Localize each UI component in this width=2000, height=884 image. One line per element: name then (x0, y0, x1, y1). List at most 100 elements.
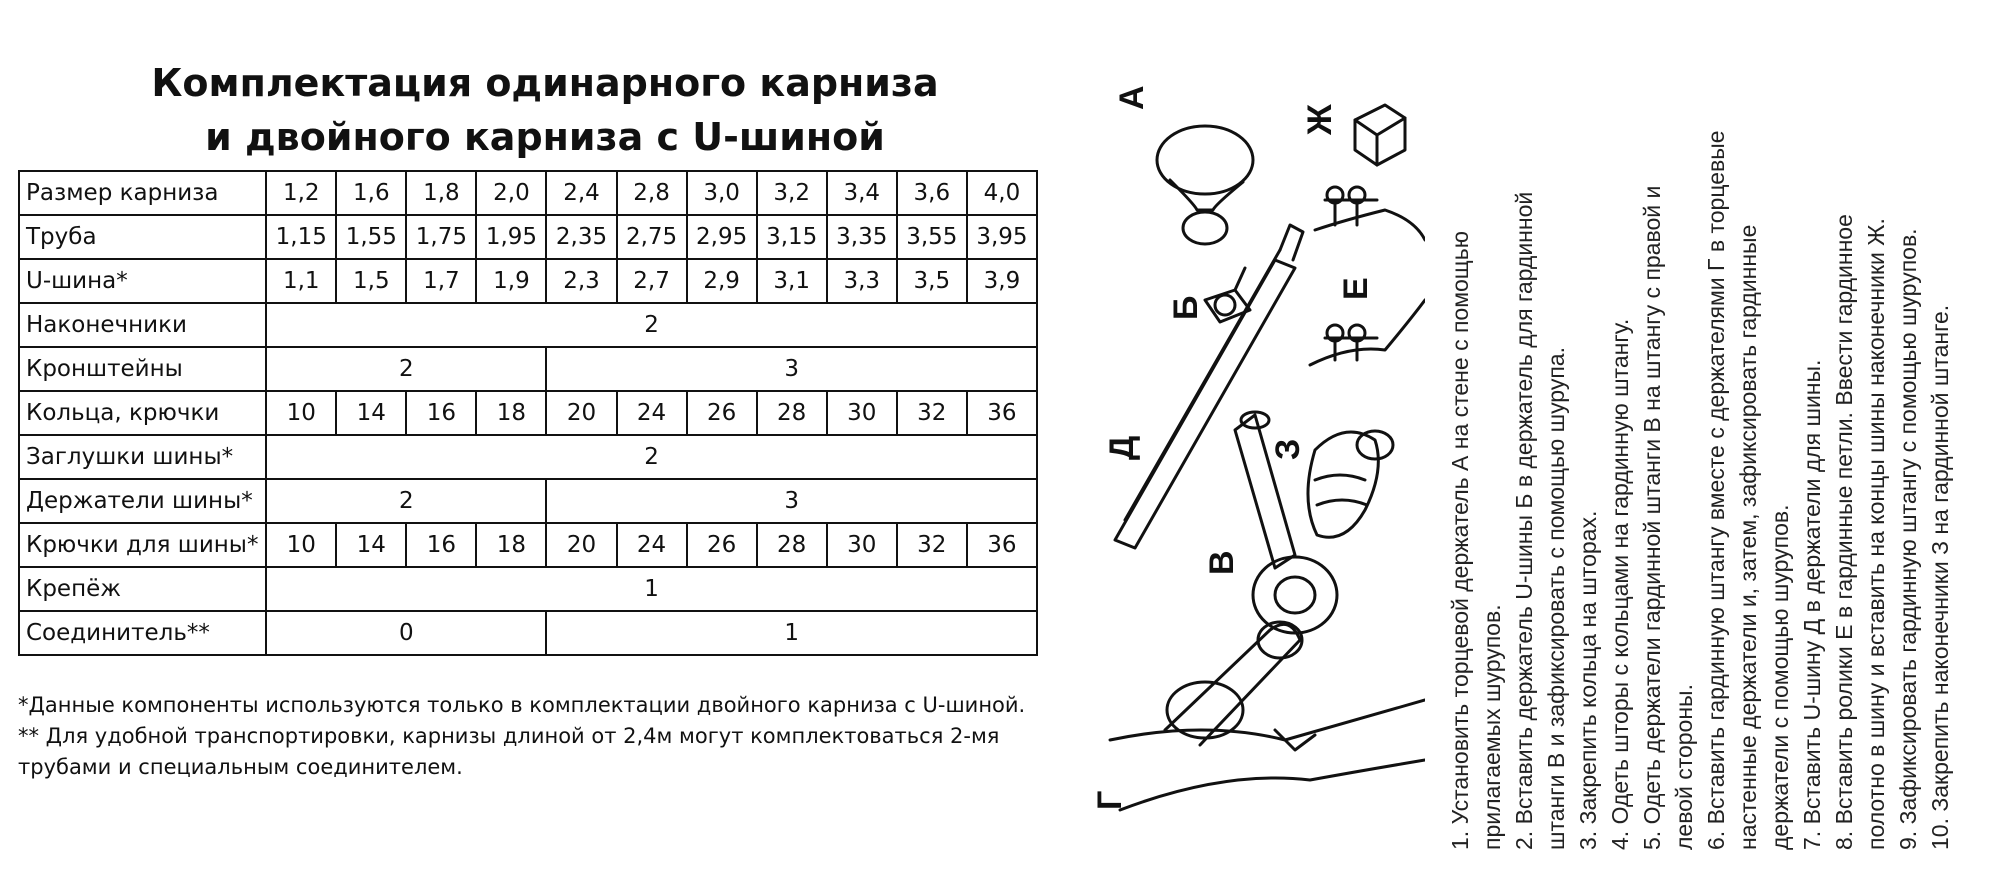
label-d: Д (1103, 436, 1141, 460)
row-label: Кронштейны (17, 346, 268, 392)
step-line: 10. Закрепить наконечники З на гардинной… (1927, 305, 1953, 850)
step-line: 2. Вставить держатель U-шины Б в держате… (1511, 192, 1537, 850)
step-line: прилагаемых шурупов. (1479, 604, 1505, 850)
step-line: настенные держатели и, затем, зафиксиров… (1735, 225, 1761, 850)
end-bracket-part (1155, 124, 1255, 196)
table-cell: 1,8 (405, 170, 478, 216)
rod-holder-ring-inner (1273, 575, 1317, 615)
table-cell: 28 (755, 522, 828, 568)
table-cell: 3,15 (755, 214, 828, 260)
step-line: 3. Закрепить кольца на шторах. (1575, 511, 1601, 850)
label-zh: Ж (1301, 104, 1339, 136)
table-cell: 2,95 (685, 214, 758, 260)
rail-holder-part (1203, 288, 1252, 324)
label-e: Е (1337, 277, 1375, 300)
step-line: 6. Вставить гардинную штангу вместе с де… (1703, 130, 1729, 850)
table-cell: 0 (265, 610, 548, 656)
table-cell: 3,3 (825, 258, 898, 304)
table-cell: 3,1 (755, 258, 828, 304)
assembly-diagram: А Б В Г Д Е Ж З (1085, 0, 1427, 879)
step-line: 1. Установить торцевой держатель А на ст… (1447, 231, 1473, 850)
u-rail-edge (1123, 248, 1282, 522)
table-cell: 26 (685, 522, 758, 568)
table-cell: 10 (265, 390, 338, 436)
table-cell: 4,0 (965, 170, 1039, 216)
row-label: U-шина* (17, 258, 268, 304)
table-cell: 2,35 (545, 214, 618, 260)
finial-knob (1355, 429, 1395, 461)
curtain-fabric-line (1313, 208, 1427, 242)
table-cell: 3,5 (895, 258, 968, 304)
step-line: держатели с помощью шурупов. (1767, 504, 1793, 850)
label-a: А (1113, 85, 1151, 110)
rod-holder-top (1239, 410, 1271, 430)
finial-part (1306, 430, 1380, 539)
table-cell: 1 (265, 566, 1038, 612)
table-cell: 3,9 (965, 258, 1039, 304)
table-cell: 2 (265, 302, 1038, 348)
footnote-1: *Данные компоненты используются только в… (18, 693, 1026, 717)
table-cell: 3,35 (825, 214, 898, 260)
table-cell: 3 (545, 478, 1038, 524)
table-row-pipe: Труба 1,15 1,55 1,75 1,95 2,35 2,75 2,95… (17, 214, 1039, 260)
assembly-instructions: 1. Установить торцевой держатель А на ст… (1440, 40, 1995, 860)
row-label: Держатели шины* (17, 478, 268, 524)
table-cell: 2,0 (475, 170, 548, 216)
table-cell: 26 (685, 390, 758, 436)
row-label: Соединитель** (17, 610, 268, 656)
table-cell: 3,0 (685, 170, 758, 216)
footnote-2: ** Для удобной транспортировки, карнизы … (18, 724, 1000, 748)
rail-cap-part (1353, 103, 1407, 137)
table-row-brackets: Кронштейны 2 3 (17, 346, 1038, 392)
table-cell: 20 (545, 522, 618, 568)
rod-holder-part (1233, 413, 1297, 570)
table-cell: 1,9 (475, 258, 548, 304)
end-bracket-base (1181, 210, 1229, 246)
step-line: полотно в шину и вставить на концы шины … (1863, 218, 1889, 850)
table-cell: 2 (265, 434, 1038, 480)
table-cell: 14 (335, 390, 408, 436)
curtain-fabric-line (1108, 698, 1427, 742)
table-row-size: Размер карниза 1,2 1,6 1,8 2,0 2,4 2,8 3… (17, 170, 1039, 216)
end-bracket-neck (1168, 178, 1245, 212)
table-cell: 3,4 (825, 170, 898, 216)
table-cell: 2,9 (685, 258, 758, 304)
table-cell: 2,7 (615, 258, 688, 304)
table-cell: 1,6 (335, 170, 408, 216)
curtain-fabric-line (1308, 298, 1427, 367)
curtain-fabric-line (1118, 758, 1427, 812)
table-cell: 2,4 (545, 170, 618, 216)
rail-holder-hole (1213, 293, 1237, 317)
rod-part (1163, 622, 1302, 747)
footnote-3: трубами и специальным соединителем. (18, 755, 463, 779)
table-row-caps: Заглушки шины* 2 (17, 434, 1038, 480)
table-cell: 24 (615, 522, 688, 568)
table-cell: 2,75 (615, 214, 688, 260)
curtain-clip (1273, 728, 1317, 752)
step-line: 4. Одеть шторы с кольцами на гардинную ш… (1607, 319, 1633, 850)
row-label: Наконечники (17, 302, 268, 348)
rod-holder-ring (1251, 555, 1339, 635)
rail-cap-side (1353, 118, 1379, 167)
label-z: З (1269, 439, 1307, 460)
row-label: Размер карниза (17, 170, 268, 216)
table-cell: 30 (825, 522, 898, 568)
table-row-holders: Держатели шины* 2 3 (17, 478, 1038, 524)
row-label: Кольца, крючки (17, 390, 268, 436)
table-cell: 3,2 (755, 170, 828, 216)
table-cell: 3 (545, 346, 1038, 392)
row-label: Крючки для шины* (17, 522, 268, 568)
table-row-hooks: Крючки для шины* 10 14 16 18 20 24 26 28… (17, 522, 1039, 568)
step-line: левой стороны. (1671, 684, 1697, 850)
table-cell: 36 (965, 390, 1039, 436)
finial-groove (1313, 473, 1367, 482)
table-row-rings: Кольца, крючки 10 14 16 18 20 24 26 28 3… (17, 390, 1039, 436)
table-cell: 16 (405, 390, 478, 436)
table-cell: 32 (895, 522, 968, 568)
table-cell: 28 (755, 390, 828, 436)
table-cell: 14 (335, 522, 408, 568)
label-b: Б (1167, 296, 1205, 320)
table-cell: 30 (825, 390, 898, 436)
table-row-fasteners: Крепёж 1 (17, 566, 1038, 612)
table-cell: 24 (615, 390, 688, 436)
